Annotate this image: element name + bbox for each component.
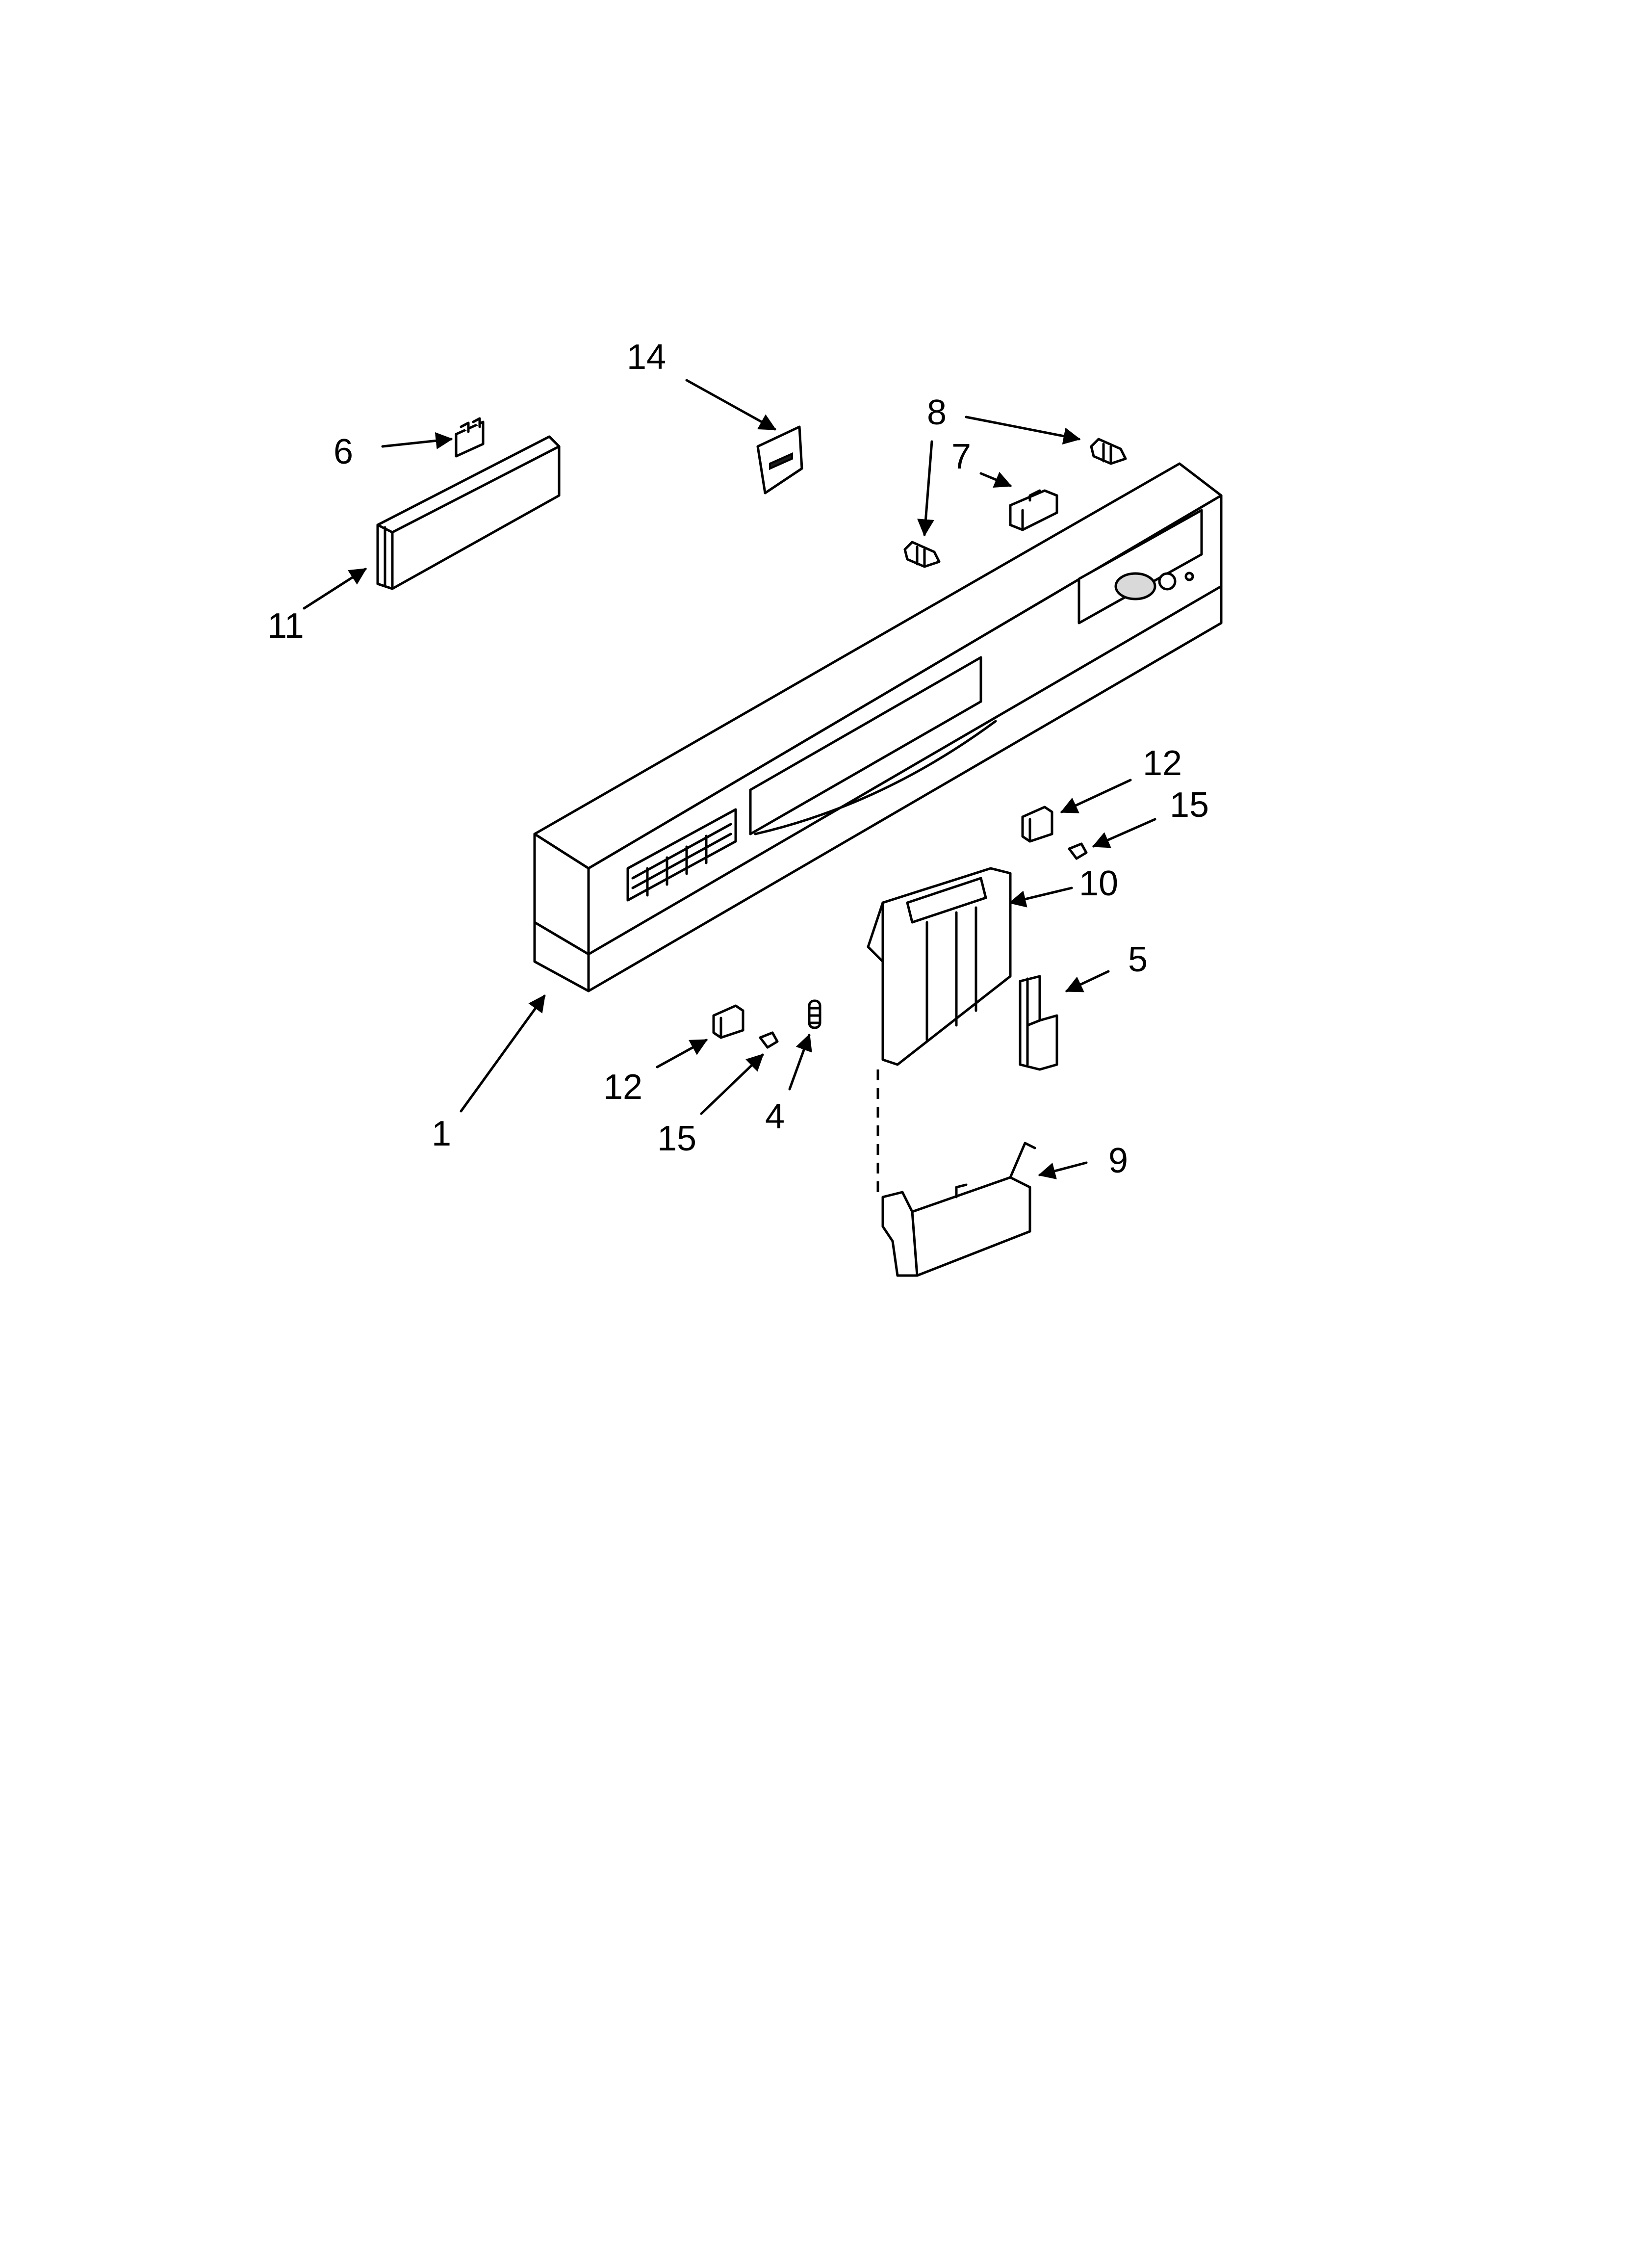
callout-labels: 14 6 11 8 7 12 15 10 5 1 12 15 4 9	[267, 338, 1209, 1180]
callout-15-upper: 15	[1170, 785, 1209, 825]
part-9-bracket	[881, 1142, 1036, 1277]
callout-8: 8	[927, 393, 947, 432]
part-15-screw-lower	[759, 1031, 779, 1049]
part-12-clip-upper	[1021, 806, 1053, 843]
callout-7: 7	[951, 437, 971, 476]
callout-10: 10	[1079, 864, 1118, 903]
callout-11: 11	[267, 606, 304, 646]
part-4-spring	[808, 999, 821, 1029]
part-10-bracket	[867, 867, 1012, 1066]
callout-4: 4	[765, 1097, 785, 1136]
part-8-screw-right	[1090, 438, 1127, 465]
part-15-screw-upper	[1068, 842, 1088, 860]
control-panel-console	[533, 462, 1223, 992]
callout-1: 1	[432, 1114, 451, 1153]
callout-15-lower: 15	[657, 1119, 696, 1158]
callout-5: 5	[1128, 940, 1148, 979]
part-14-tag	[756, 425, 803, 495]
part-12-clip-lower	[712, 1004, 744, 1039]
callout-6: 6	[334, 432, 353, 471]
part-5-latch	[1019, 975, 1058, 1071]
callout-9: 9	[1108, 1141, 1128, 1180]
callout-12-lower: 12	[603, 1068, 642, 1107]
leader-lines	[303, 379, 1156, 1179]
console-end-cap	[376, 435, 561, 590]
part-7-clip	[1009, 489, 1058, 531]
vent-grille	[626, 808, 737, 902]
part-6-clip	[455, 417, 485, 458]
callout-14: 14	[627, 338, 666, 377]
callout-12-upper: 12	[1143, 744, 1182, 783]
part-8-screw-left	[903, 541, 941, 568]
